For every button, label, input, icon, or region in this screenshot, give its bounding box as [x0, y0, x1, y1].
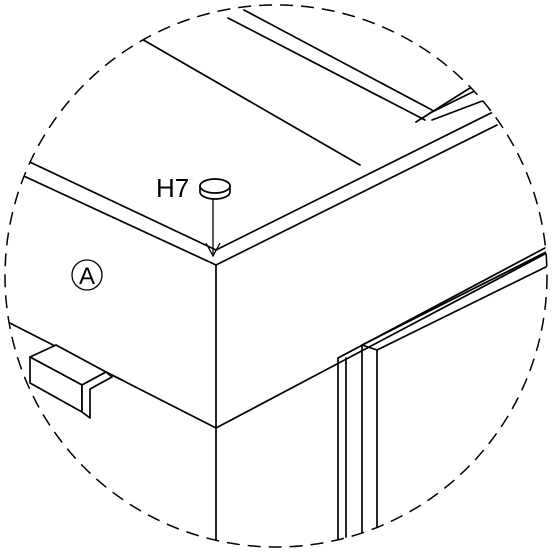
top-rail-line-1 — [227, 17, 426, 121]
panel-marker-circle — [71, 259, 103, 291]
mounting-bracket — [29, 344, 123, 419]
left-top-inner-edge — [5, 164, 217, 266]
rear-molding-inner — [431, 92, 547, 121]
door-panel-inner — [376, 259, 547, 547]
top-seam-line — [139, 37, 361, 166]
panel-marker-letter: A — [79, 263, 95, 290]
bracket-hidden-edge — [105, 371, 123, 381]
door-panel-outer — [361, 244, 547, 547]
left-top-edge — [5, 147, 217, 251]
door-frame-outer — [337, 239, 547, 547]
h7-cap-part — [199, 178, 231, 200]
top-rail-line-2 — [243, 9, 433, 111]
part-label-h7: H7 — [156, 173, 189, 203]
detail-view-circle — [4, 4, 548, 548]
right-bottom-edge — [215, 245, 547, 429]
door-panel-top-edge — [361, 344, 378, 351]
cabinet-drawing — [5, 9, 547, 547]
right-top-inner-edge — [215, 124, 498, 266]
right-top-edge — [215, 109, 498, 251]
insertion-arrow-head — [205, 242, 221, 258]
